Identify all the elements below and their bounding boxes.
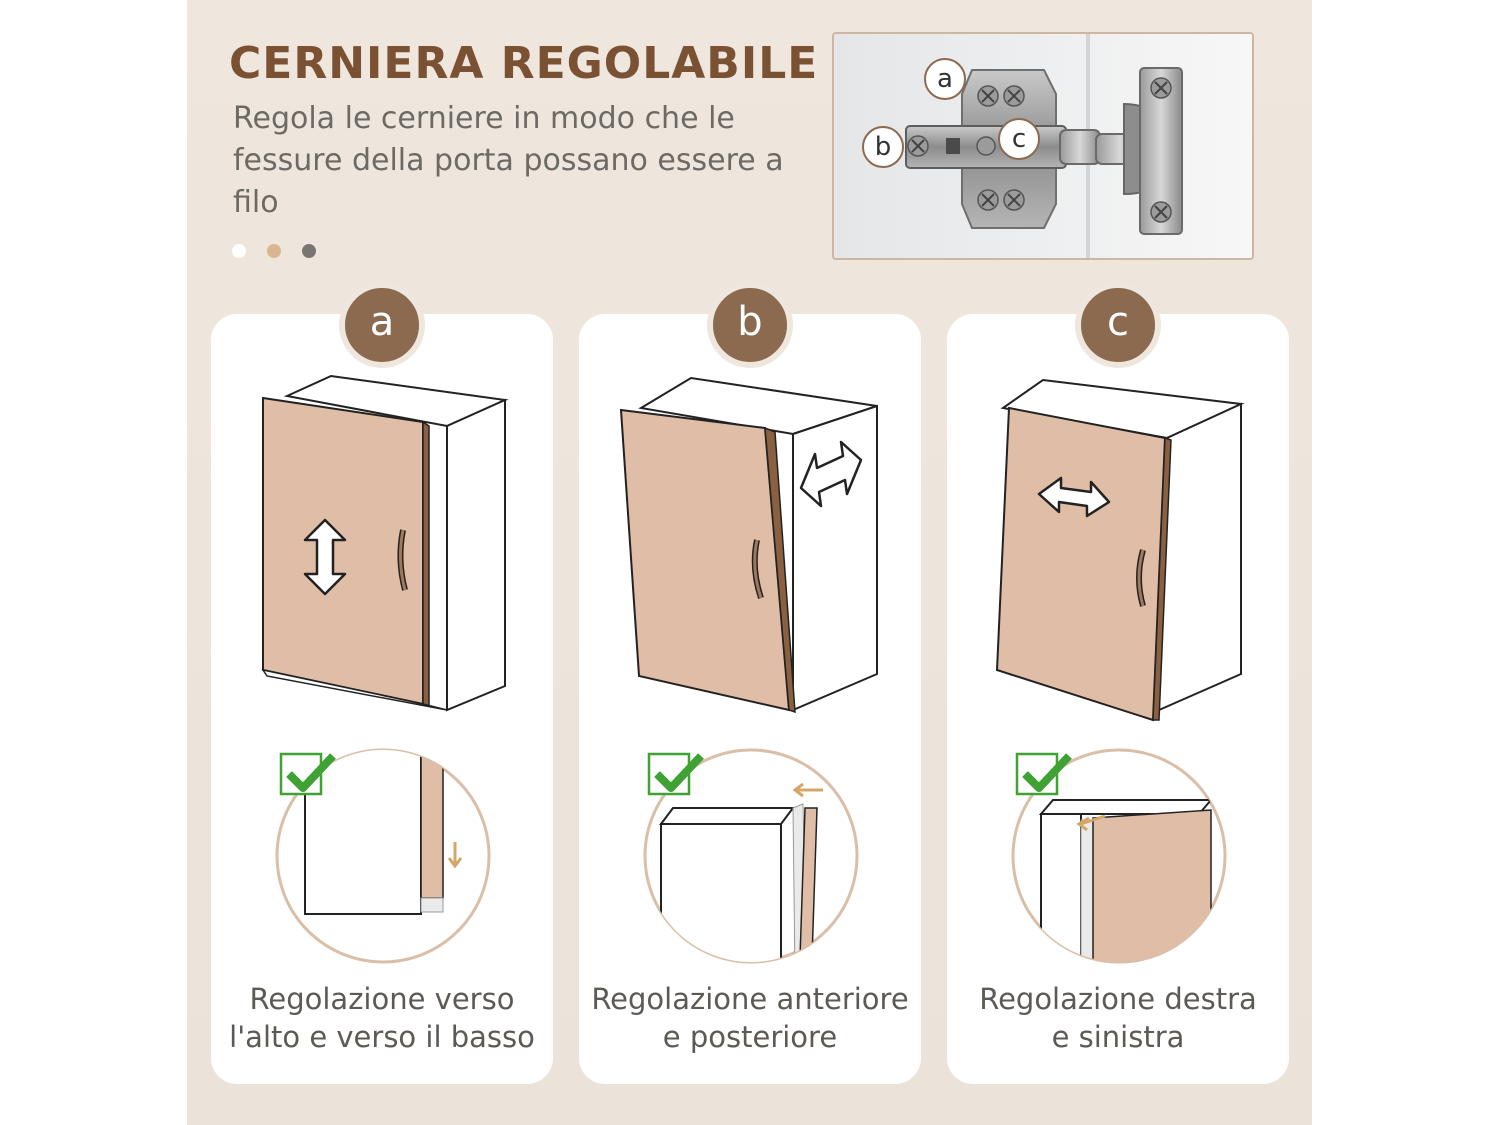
hinge-photo: a b c (832, 32, 1254, 260)
badge-b: b (707, 282, 793, 368)
color-swatches (232, 244, 316, 258)
callout-a: a (924, 58, 966, 100)
page-subtitle: Regola le cerniere in modo che le fessur… (233, 101, 784, 220)
badge-c: c (1075, 282, 1161, 368)
swatch-tan (267, 244, 281, 258)
badge-a-label: a (369, 299, 395, 345)
callout-a-label: a (937, 64, 953, 94)
infographic-canvas: CERNIERA REGOLABILE Regola le cerniere i… (187, 0, 1312, 1125)
badge-b-label: b (737, 299, 763, 345)
detail-a-illustration (275, 748, 491, 964)
cabinet-c-illustration (995, 378, 1245, 722)
caption-a-line2: l'alto e verso il basso (229, 1020, 535, 1054)
check-icon (286, 753, 336, 792)
detail-c-illustration (1011, 748, 1227, 964)
caption-c-line2: e sinistra (1051, 1020, 1185, 1054)
cabinet-b-illustration (619, 376, 878, 714)
caption-a-line1: Regolazione verso (249, 982, 515, 1016)
callout-c-label: c (1011, 124, 1027, 154)
caption-b: Regolazione anteriore e posteriore (579, 980, 921, 1056)
callout-c: c (998, 118, 1040, 160)
caption-c: Regolazione destra e sinistra (947, 980, 1289, 1056)
swatch-white (232, 244, 246, 258)
check-icon (654, 753, 704, 792)
callout-b-label: b (874, 132, 892, 162)
badge-c-label: c (1107, 299, 1129, 345)
swatch-grey (302, 244, 316, 258)
detail-b-illustration (643, 748, 859, 964)
callout-b: b (862, 126, 904, 168)
check-icon (1022, 753, 1072, 792)
caption-c-line1: Regolazione destra (979, 982, 1257, 1016)
caption-b-line1: Regolazione anteriore (591, 982, 909, 1016)
caption-a: Regolazione verso l'alto e verso il bass… (211, 980, 553, 1056)
caption-b-line2: e posteriore (662, 1020, 838, 1054)
page-title: CERNIERA REGOLABILE (229, 38, 819, 89)
badge-a: a (339, 282, 425, 368)
cabinet-a-illustration (261, 374, 509, 712)
